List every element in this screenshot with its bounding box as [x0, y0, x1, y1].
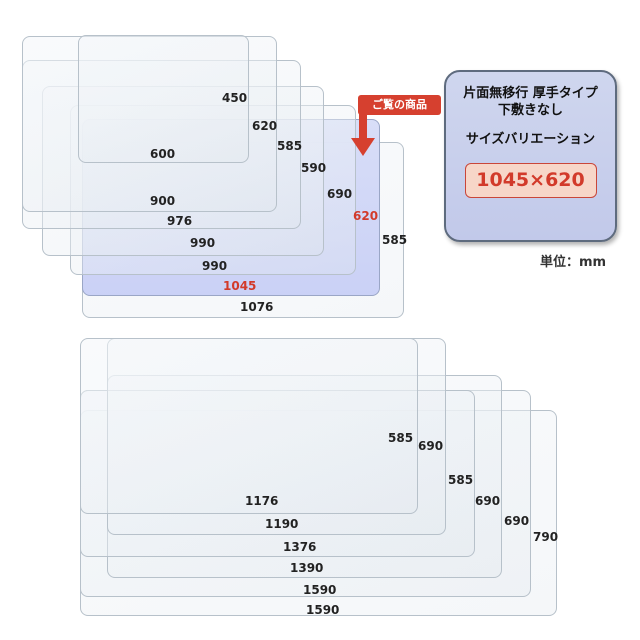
panel-title-line1: 片面無移行 厚手タイプ [463, 86, 598, 101]
label-width-900: 900 [150, 194, 176, 208]
label-width-1590: 1590 [303, 583, 337, 597]
label-width-1176: 1176 [245, 494, 279, 508]
label-width-990-second: 990 [202, 259, 228, 273]
label-width-1390: 1390 [290, 561, 324, 575]
label-height-690-b4: 690 [475, 494, 501, 508]
arrow-down-icon [351, 114, 375, 156]
label-width-1076: 1076 [240, 300, 274, 314]
label-height-590: 590 [301, 161, 327, 175]
label-height-790: 790 [533, 530, 559, 544]
label-height-690: 690 [327, 187, 353, 201]
label-height-585-b1: 585 [388, 431, 414, 445]
sheet-600x450 [78, 35, 249, 163]
unit-label: 単位：mm [540, 255, 607, 270]
label-height-450: 450 [222, 91, 248, 105]
size-variation-panel: 片面無移行 厚手タイプ 下敷きなし サイズバリエーション 1045×620 [444, 70, 617, 242]
highlighted-size-badge: 1045×620 [464, 163, 597, 198]
panel-title-line2: 下敷きなし [497, 103, 563, 118]
current-product-callout: ご覧の商品 [358, 95, 441, 115]
label-height-585: 585 [277, 139, 303, 153]
label-height-620-highlighted: 620 [353, 209, 379, 223]
sheet-1176x585 [80, 338, 418, 514]
label-width-1376: 1376 [283, 540, 317, 554]
label-width-1045-highlighted: 1045 [223, 279, 257, 293]
label-height-690-b5: 690 [504, 514, 530, 528]
label-width-976: 976 [167, 214, 193, 228]
label-height-585-outer: 585 [382, 233, 408, 247]
label-height-690-b2: 690 [418, 439, 444, 453]
panel-subtitle: サイズバリエーション [465, 132, 596, 147]
label-height-620: 620 [252, 119, 278, 133]
label-width-600: 600 [150, 147, 176, 161]
label-width-1190: 1190 [265, 517, 299, 531]
label-width-1590-second: 1590 [306, 603, 340, 617]
label-width-990: 990 [190, 236, 216, 250]
label-height-585-b3: 585 [448, 473, 474, 487]
